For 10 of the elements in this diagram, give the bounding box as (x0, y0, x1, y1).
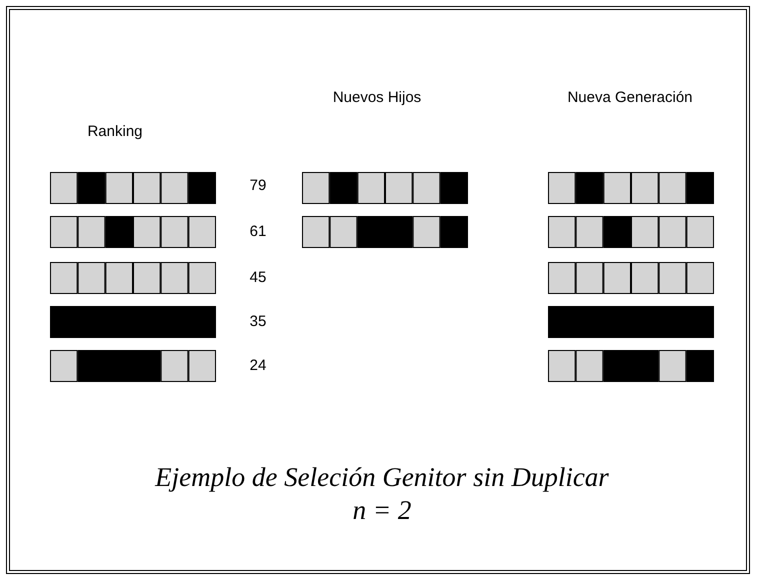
column-heading: Nueva Generación (566, 88, 694, 108)
caption: Ejemplo de Seleción Genitor sin Duplicar (154, 462, 610, 493)
caption: n = 2 (352, 495, 412, 526)
column-heading: Ranking (86, 122, 144, 142)
fitness-value: 61 (248, 222, 268, 242)
fitness-value: 35 (248, 312, 268, 332)
column-heading: Nuevos Hijos (332, 88, 422, 108)
fitness-value: 79 (248, 176, 268, 196)
fitness-value: 45 (248, 268, 268, 288)
fitness-value: 24 (248, 356, 268, 376)
